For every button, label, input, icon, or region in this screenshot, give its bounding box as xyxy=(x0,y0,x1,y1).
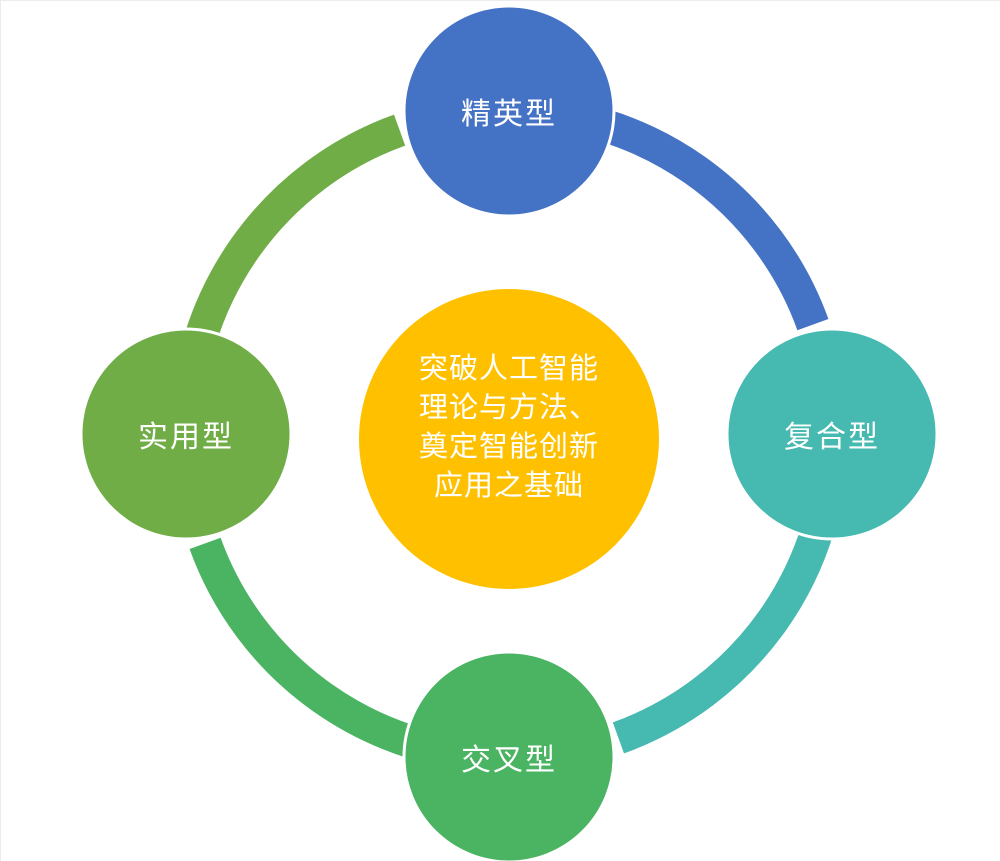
center-text-line: 突破人工智能 xyxy=(418,353,599,385)
center-circle xyxy=(359,289,659,589)
node-circle-bottom xyxy=(402,650,616,861)
center-text-line: 奠定智能创新 xyxy=(418,431,599,463)
node-label-top: 精英型 xyxy=(461,98,557,131)
node-circle-right xyxy=(725,327,939,541)
center-text: 突破人工智能 理论与方法、 奠定智能创新 应用之基础 xyxy=(359,278,659,578)
node-label-left: 实用型 xyxy=(138,421,234,454)
center-text-line: 理论与方法、 xyxy=(418,392,599,424)
node-circle-top xyxy=(402,4,616,218)
node-label-right: 复合型 xyxy=(784,421,880,454)
node-label-bottom: 交叉型 xyxy=(461,744,557,777)
center-text-line: 应用之基础 xyxy=(433,470,584,502)
node-circle-left xyxy=(79,327,293,541)
